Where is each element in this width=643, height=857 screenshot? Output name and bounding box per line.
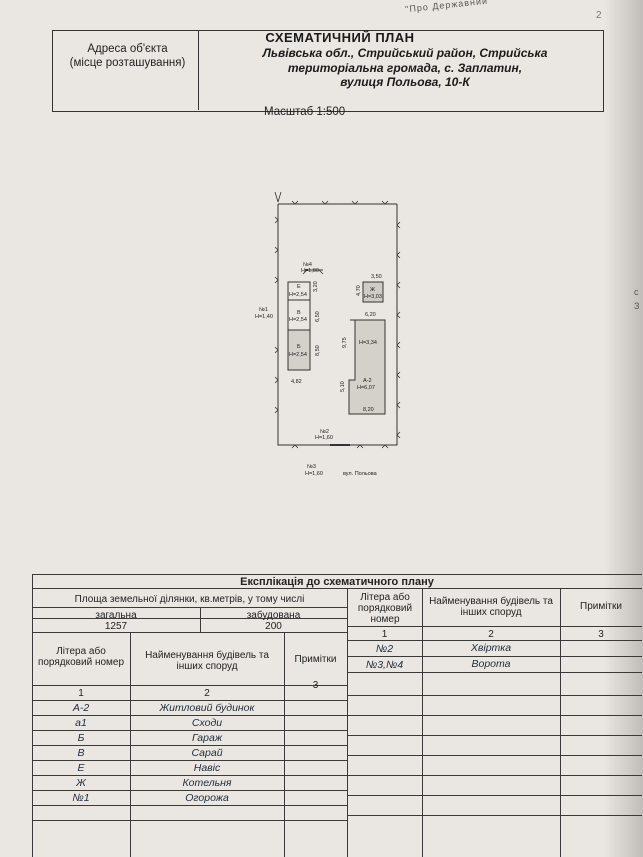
right-num-3: 3 (598, 629, 604, 640)
left-row-2-name: Сходи (191, 717, 223, 729)
label-n3-h: H=1,60 (305, 471, 323, 477)
right-num-1: 1 (381, 629, 388, 640)
page-number: 2 (596, 10, 602, 21)
address-label-line-2: (місце розташування) (69, 57, 186, 69)
area-header: Площа земельної ділянки, кв.метрів, у то… (74, 594, 305, 605)
explication-table: Експлікація до схематичного плану Площа … (32, 570, 642, 857)
right-col-note: Примітки (580, 601, 622, 612)
left-row-1-name: Житловий будинок (159, 702, 255, 714)
left-row-7-letter: №1 (72, 792, 90, 804)
left-row-7-name: Огорожа (185, 792, 229, 804)
label-v: В (297, 310, 301, 316)
corner-text: "Про Державний (404, 0, 489, 15)
address-divider (198, 31, 199, 110)
label-n2: №2 (320, 429, 329, 435)
right-col-name: Найменування будівель та інших споруд (429, 596, 553, 618)
left-num-3: 3 (312, 680, 319, 691)
left-row-2-letter: а1 (75, 717, 87, 729)
label-b-h: H=2,54 (289, 352, 307, 358)
dim-820: 8,20 (363, 407, 374, 413)
left-col-note: Примітки (294, 654, 337, 665)
address-label-line-1: Адреса об'єкта (87, 43, 168, 55)
dim-650: 6,50 (315, 311, 321, 322)
dim-510: 5,10 (340, 381, 346, 392)
right-col-letter: Літера або порядковий номер (357, 592, 413, 625)
left-row-3-name: Гараж (191, 732, 223, 744)
building-b (287, 329, 311, 371)
left-row-4-name: Сарай (191, 747, 223, 759)
label-v-h: H=2,54 (289, 317, 307, 323)
label-zh-h: H=3,03 (364, 294, 382, 300)
dim-350: 3,50 (371, 274, 382, 280)
total-value: 1257 (104, 621, 128, 632)
label-n1-h: H=1,40 (255, 314, 273, 320)
left-row-5-name: Навіс (193, 762, 221, 774)
label-n4-h: H=1,80 (301, 268, 319, 274)
fence-ticks (274, 200, 401, 449)
address-box (52, 30, 604, 112)
dim-470: 4,70 (356, 285, 362, 296)
left-col-name: Найменування будівель та інших споруд (145, 650, 269, 672)
label-n3: №3 (307, 464, 316, 470)
left-row-6-name: Котельня (182, 777, 232, 789)
label-e: Е (297, 284, 301, 290)
label-a2: А-2 (363, 378, 372, 384)
page-shadow (603, 0, 643, 857)
building-a2 (348, 319, 386, 415)
address-line-3: вулиця Польова, 10-К (340, 75, 470, 89)
margin-mark-2: З (634, 301, 640, 311)
dim-620: 6,20 (365, 312, 376, 318)
label-n4: №4 (303, 262, 312, 268)
margin-marks: с З (634, 285, 639, 313)
label-n1: №1 (259, 307, 268, 313)
building-zh (362, 281, 384, 303)
label-b: Б (297, 344, 301, 350)
total-header: загальна (95, 610, 137, 621)
left-row-5-letter: Е (77, 762, 85, 774)
label-zh: Ж (370, 287, 375, 293)
right-num-2: 2 (488, 629, 494, 640)
scale-label: Масштаб 1:500 (264, 106, 346, 118)
left-row-1-letter: А-2 (72, 702, 90, 714)
right-row-1-letter: №2 (375, 643, 394, 655)
address-line-2: територіальна громада, с. Заплатин, (287, 60, 523, 75)
right-row-2-name: Ворота (471, 658, 511, 670)
built-header: забудована (246, 610, 301, 621)
label-n2-h: H=1,60 (315, 435, 333, 441)
left-row-3-letter: Б (77, 732, 85, 744)
address-line-1: Львівська обл., Стрийський район, Стрийс… (262, 46, 548, 60)
explication-title: Експлікація до схематичного плану (240, 576, 434, 588)
label-e-h: H=2,54 (289, 292, 307, 298)
built-value: 200 (265, 621, 282, 632)
dim-482: 4,82 (291, 379, 302, 385)
dim-975: 9,75 (342, 337, 348, 348)
left-col-letter: Літера або порядковий номер (37, 646, 125, 668)
dim-320: 3,20 (313, 281, 319, 292)
schematic-plan: №4 H=1,80 №1 H=1,40 №2 H=1,60 №3 H=1,60 … (255, 191, 401, 477)
margin-mark-1: с (634, 287, 639, 297)
page-title: СХЕМАТИЧНИЙ ПЛАН (265, 30, 415, 45)
right-row-1-name: Хвіртка (470, 642, 512, 654)
label-a-h: H=3,34 (359, 340, 377, 346)
left-num-1: 1 (78, 688, 84, 699)
street-label: вул. Польова (343, 471, 378, 477)
address-label: Адреса об'єкта (місце розташування) (60, 42, 195, 70)
address-value: Львівська обл., Стрийський район, Стрийс… (215, 46, 595, 90)
dim-850: 8,50 (315, 345, 321, 356)
left-row-4-letter: В (77, 747, 85, 759)
label-a2-h: H=6,07 (357, 385, 375, 391)
right-row-2-letter: №3,№4 (365, 659, 404, 671)
left-num-2: 2 (204, 688, 210, 699)
left-row-6-letter: Ж (76, 777, 86, 789)
